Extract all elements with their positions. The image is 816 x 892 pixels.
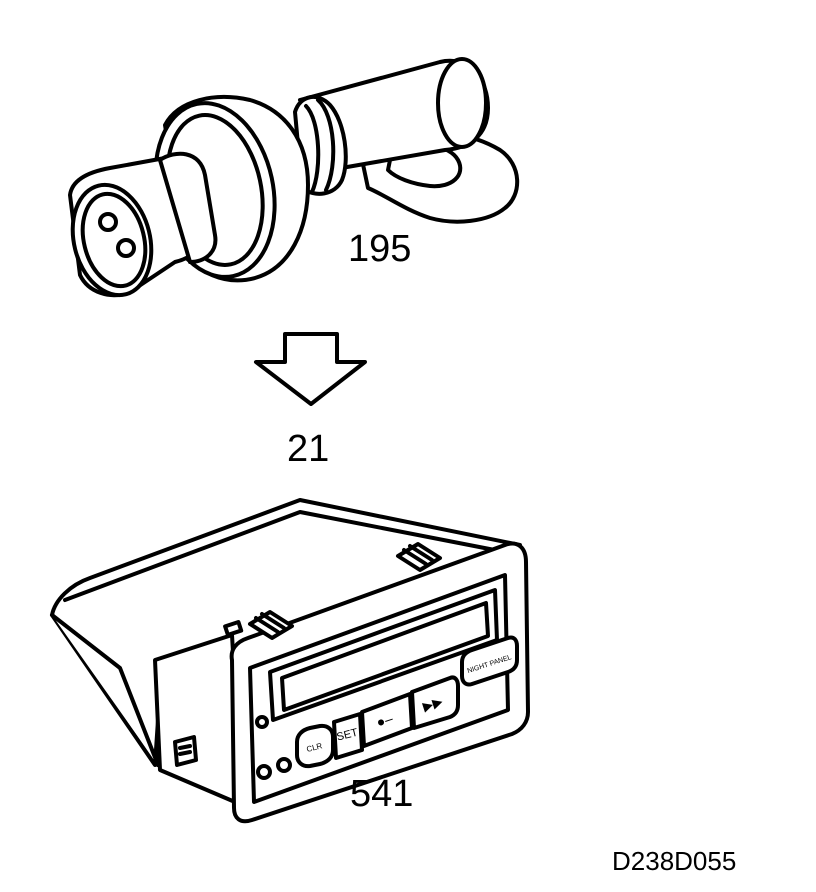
display-screw-2 — [256, 764, 272, 780]
display-side-panel — [153, 633, 244, 807]
sensor-tube-end — [436, 57, 488, 149]
pressure-sensor-illustration — [68, 57, 520, 298]
clr-button[interactable]: CLR — [295, 723, 335, 769]
arrow-number: 21 — [287, 428, 330, 470]
display-housing-top-edge — [63, 510, 507, 602]
record-button-label: ●– — [374, 710, 395, 730]
sensor-connector-shoulder — [158, 151, 218, 264]
drawing-reference-code: D238D055 — [612, 846, 737, 876]
sensor-thread-line-1 — [316, 98, 336, 192]
display-buttons: CLR SET ●– ▶▶ NIGHT PANEL — [295, 635, 519, 769]
display-unit-illustration — [50, 498, 530, 824]
display-vent-left — [248, 610, 294, 640]
set-button[interactable]: SET — [332, 712, 364, 760]
sensor-pin-2 — [116, 238, 136, 258]
display-side-logo-icon — [173, 735, 198, 767]
display-vent-right — [396, 542, 442, 572]
fast-forward-button[interactable]: ▶▶ — [410, 675, 460, 730]
sensor-connector-rim — [80, 191, 148, 289]
sensor-pin-1 — [98, 212, 118, 232]
sensor-part-number: 195 — [348, 228, 412, 270]
night-panel-button[interactable]: NIGHT PANEL — [460, 635, 519, 687]
sensor-thread-line-2 — [304, 104, 321, 194]
display-screw-3 — [276, 757, 292, 773]
display-top-tab — [223, 620, 244, 637]
set-button-label: SET — [335, 727, 359, 744]
down-arrow-icon — [254, 332, 367, 406]
fast-forward-button-label: ▶▶ — [421, 693, 445, 713]
display-housing-underside — [50, 613, 160, 767]
display-part-number: 541 — [350, 773, 414, 815]
display-front-inner-bezel — [248, 573, 510, 804]
display-screen-inner — [280, 601, 490, 712]
clr-button-label: CLR — [306, 741, 324, 754]
display-screw-1 — [255, 715, 269, 729]
